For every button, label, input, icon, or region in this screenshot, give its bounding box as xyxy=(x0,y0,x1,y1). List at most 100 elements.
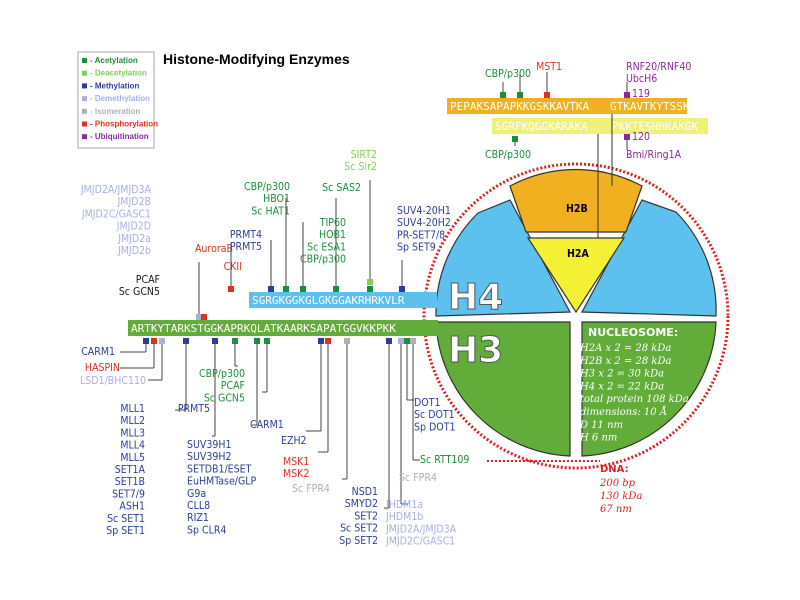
nucleosome-info-line: H2A x 2 = 28 kDa xyxy=(579,343,671,354)
enzyme-label-mll-set1-family: Sc SET1 xyxy=(107,513,145,525)
enzyme-label-suv39-family: G9a xyxy=(187,488,206,500)
legend-label: - Phosphorylation xyxy=(90,120,158,129)
h2b-label: H2B xyxy=(566,203,588,215)
nucleosome-info-line: H4 x 2 = 22 kDa xyxy=(579,381,664,392)
enzyme-label-rnf20-ubch6: UbcH6 xyxy=(626,73,657,85)
enzyme-label-sirt2-sir2: Sc Sir2 xyxy=(344,161,377,173)
nucleosome-info-line: H2B x 2 = 28 kDa xyxy=(579,356,672,367)
dna-info-line: 130 kDa xyxy=(600,491,642,502)
enzyme-label-aurorab: AuroraB xyxy=(195,243,233,255)
enzyme-label-sirt2-sir2: SIRT2 xyxy=(351,149,377,161)
h2a-sequence-a: SGRFKQGGKARAKA xyxy=(495,120,588,133)
dna-ring xyxy=(422,162,730,470)
modification-marker xyxy=(201,314,207,320)
h2a-segment xyxy=(526,237,626,314)
h4-big-label: H4 xyxy=(448,277,503,318)
modification-marker xyxy=(318,338,324,344)
modification-marker xyxy=(399,286,405,292)
enzyme-label-nsd1-set2: NSD1 xyxy=(352,486,378,498)
legend-swatch xyxy=(82,83,87,89)
modification-marker xyxy=(196,314,202,320)
h2b-tail-bar xyxy=(447,98,687,114)
enzyme-label-jhdm1-jmjd2: JMJD2C/GASC1 xyxy=(385,536,455,548)
modification-marker xyxy=(232,338,238,344)
enzyme-label-jhdm1-jmjd2: JHDM1b xyxy=(385,511,423,523)
enzyme-label-sc-fpr4-p43: Sc FPR4 xyxy=(399,472,437,484)
enzyme-label-mll-set1-family: MLL4 xyxy=(120,440,145,452)
enzyme-label-jhdm1-jmjd2: JMJD2A/JMJD3A xyxy=(385,523,457,535)
enzyme-label-mll-set1-family: Sp SET1 xyxy=(106,525,145,537)
enzyme-label-tip60-hob1-esa1: TIP60 xyxy=(319,217,346,229)
nucleosome-info-line: dimensions: 10 Å xyxy=(580,406,667,418)
enzyme-label-prmt4-prmt5: PRMT4 xyxy=(230,229,262,241)
modification-marker xyxy=(151,338,157,344)
nucleosome: H2B H2A H4 H3 NUCLEOSOME: H2A x 2 = 28 k… xyxy=(422,162,730,470)
h2a-tail-bar xyxy=(492,118,708,134)
h4-tail-bar xyxy=(249,292,437,308)
modification-marker xyxy=(159,338,165,344)
enzyme-label-cbp-hbo1-hat1: CBP/p300 xyxy=(244,181,290,193)
diagram-title: Histone-Modifying Enzymes xyxy=(163,51,350,67)
enzyme-label-tip60-hob1-esa1: HOB1 xyxy=(319,229,346,241)
modification-marker xyxy=(410,338,416,344)
modification-marker xyxy=(367,279,373,285)
h3-tail-bar xyxy=(128,320,438,336)
enzyme-label-suv39-family: Sp CLR4 xyxy=(187,524,226,536)
nucleosome-info-line: H 6 nm xyxy=(579,433,617,444)
modification-marker xyxy=(325,338,331,344)
modification-marker xyxy=(212,338,218,344)
nucleosome-info-line: H3 x 2 = 30 kDa xyxy=(579,369,664,380)
enzyme-label-mll-set1-family: ASH1 xyxy=(119,501,145,513)
modification-marker xyxy=(398,338,404,344)
modification-marker xyxy=(254,338,260,344)
legend-swatch xyxy=(82,108,87,114)
enzyme-label-nsd1-set2: SMYD2 xyxy=(345,498,378,510)
enzyme-label-suv39-family: CLL8 xyxy=(187,500,210,512)
enzyme-label-mll-set1-family: SET1B xyxy=(115,476,145,488)
modification-marker xyxy=(624,92,630,98)
enzyme-label-pcaf-gcn5: PCAF xyxy=(136,274,160,286)
legend-box xyxy=(77,51,155,149)
nucleosome-info-line: D 11 nm xyxy=(579,420,623,431)
enzyme-label-jmjd-demethylases: JMJD2C/GASC1 xyxy=(81,208,151,220)
modification-marker xyxy=(300,286,306,292)
enzyme-label-carm1-r17: CARM1 xyxy=(250,419,284,431)
dna-info-line: 200 bp xyxy=(599,478,636,489)
enzyme-label-jmjd-demethylases: JMJD2A/JMJD3A xyxy=(80,184,152,196)
enzyme-label-sc-fpr4-p38: Sc FPR4 xyxy=(292,483,330,495)
legend-swatch xyxy=(82,134,87,140)
nucleosome-title: NUCLEOSOME: xyxy=(588,326,678,339)
modification-marker xyxy=(333,286,339,292)
enzyme-label-msk1-msk2: MSK2 xyxy=(283,468,309,480)
modification-marker xyxy=(544,92,550,98)
enzyme-label-mll-set1-family: SET7/9 xyxy=(112,488,145,500)
enzyme-label-suv39-family: RIZ1 xyxy=(187,512,209,524)
legend-swatch xyxy=(82,121,87,127)
dna-info-line: 67 nm xyxy=(600,504,632,515)
dna-title: DNA: xyxy=(600,464,629,475)
h2b-segment xyxy=(509,168,643,233)
enzyme-label-nsd1-set2: SET2 xyxy=(354,510,378,522)
enzyme-label-jmjd-demethylases: JMJD2B xyxy=(117,196,151,208)
legend-label: - Isomeration xyxy=(90,107,140,116)
legend-label: - Demethylation xyxy=(90,94,150,103)
modification-marker xyxy=(268,286,274,292)
enzyme-label-carm1-r2: CARM1 xyxy=(81,346,115,358)
legend-swatch xyxy=(82,58,87,63)
enzyme-label-haspin: HASPIN xyxy=(85,362,120,374)
enzyme-label-cbp-pcaf-gcn5: CBP/p300 xyxy=(199,368,245,380)
enzyme-label-suv39-family: EuHMTase/GLP xyxy=(187,476,257,488)
enzyme-label-suv4-20h: Sp SET9 xyxy=(397,242,436,254)
modification-marker xyxy=(386,338,392,344)
modification-marker xyxy=(367,286,373,292)
h2a-sequence-b: PKKTESHHKAKGK xyxy=(612,120,698,133)
legend-label: - Deacetylation xyxy=(90,69,147,78)
enzyme-label-suv4-20h: SUV4-20H2 xyxy=(397,217,451,229)
enzyme-label-tip60-hob1-esa1: CBP/p300 xyxy=(300,254,346,266)
modification-marker xyxy=(264,338,270,344)
enzyme-label-tip60-hob1-esa1: Sc ESA1 xyxy=(307,241,346,253)
enzyme-label-cbp-pcaf-gcn5: PCAF xyxy=(221,380,245,392)
enzyme-label-mll-set1-family: MLL2 xyxy=(120,415,145,427)
modification-marker xyxy=(517,92,523,98)
enzyme-label-suv39-family: SUV39H2 xyxy=(187,451,232,463)
